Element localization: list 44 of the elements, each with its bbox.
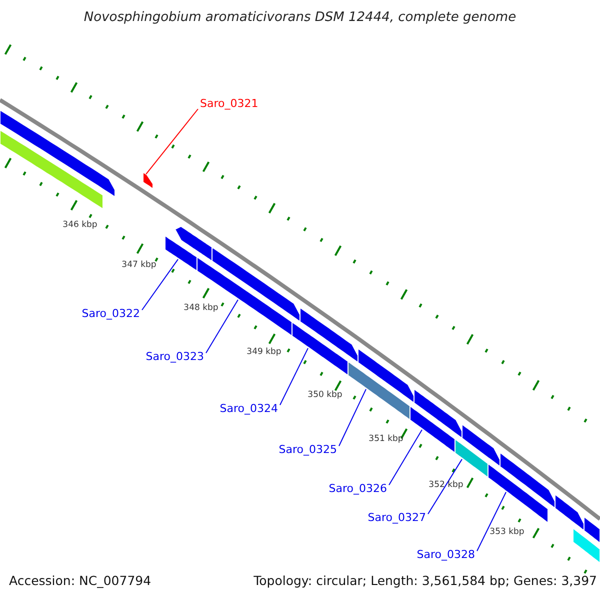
gene-block (358, 348, 414, 404)
gene-block (454, 438, 488, 479)
scale-label: 348 kbp (182, 304, 220, 312)
gene-label: Saro_0326 (328, 483, 387, 494)
gene-block (0, 109, 116, 198)
gene-block (142, 171, 154, 190)
leader-line (338, 388, 366, 446)
leader-line (388, 429, 422, 486)
gene-block (554, 493, 584, 532)
genome-summary-text: Topology: circular; Length: 3,561,584 bp; Genes: 3,397 (254, 575, 597, 588)
gene-block (584, 516, 600, 544)
gene-label: Saro_0323 (146, 351, 204, 362)
gene-block (348, 360, 410, 421)
gene-block (500, 452, 556, 509)
gene-label: Saro_0321 (200, 98, 258, 109)
accession-text: Accession: NC_007794 (9, 575, 152, 588)
gene-label: Saro_0322 (82, 308, 140, 319)
scale-label: 351 kbp (368, 435, 404, 444)
scale-label: 346 kbp (62, 221, 98, 230)
leader-line (280, 348, 308, 406)
gene-block (572, 527, 600, 564)
gene-block (414, 388, 462, 439)
scale-label: 350 kbp (306, 391, 344, 400)
gene-label: Saro_0324 (220, 403, 278, 414)
gene-label: Saro_0328 (416, 549, 475, 560)
scale-label: 352 kbp (428, 481, 464, 490)
leader-line (476, 492, 506, 552)
gene-block (488, 462, 548, 524)
gene-label: Saro_0327 (368, 512, 426, 523)
scale-label: 353 kbp (488, 528, 526, 536)
gene-block (410, 405, 456, 454)
diagram-title: Novosphingobium aromaticivorans DSM 12444, complete genome (82, 11, 518, 24)
gene-block (164, 234, 198, 272)
scale-label: 347 kbp (120, 261, 158, 270)
leader-line (142, 258, 178, 310)
gene-block (300, 306, 358, 363)
gene-block (292, 321, 348, 376)
gene-block (462, 423, 500, 468)
leader-line (146, 108, 198, 175)
gene-label: Saro_0325 (278, 444, 337, 455)
leader-line (206, 299, 238, 354)
scale-label: 349 kbp (246, 348, 282, 356)
leader-line (428, 458, 462, 514)
gene-block (0, 129, 104, 210)
